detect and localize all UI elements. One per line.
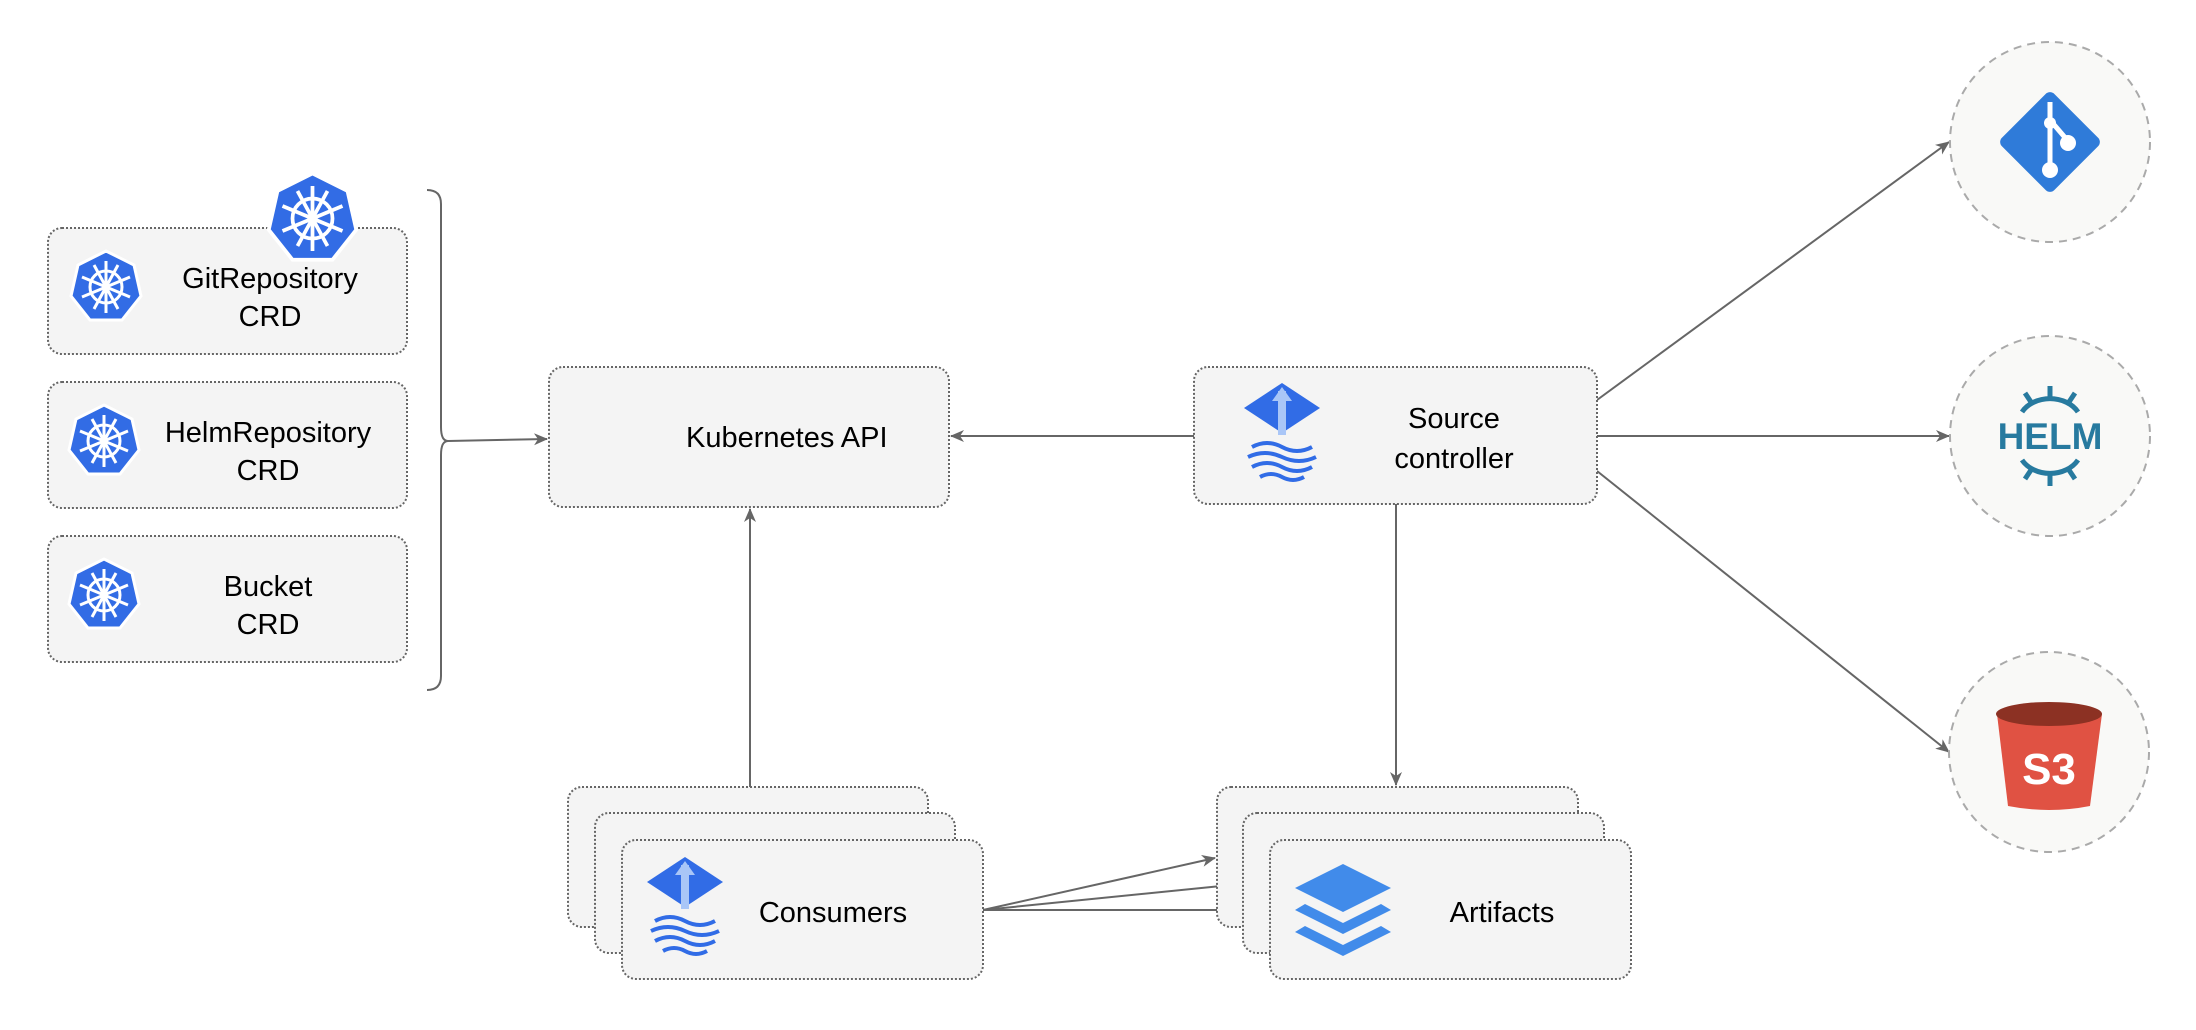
artifacts-node[interactable]: Artifacts [1216, 786, 1632, 980]
helm-icon [2019, 386, 2081, 486]
source-controller-node[interactable]: Source controller [1193, 366, 1598, 505]
s3-source-node[interactable]: S3 [1948, 651, 2150, 853]
node-label: controller [1394, 443, 1514, 475]
kubernetes-icon [266, 171, 359, 262]
edge-source-controller-to-s3 [1596, 470, 1950, 753]
node-label: Kubernetes API [686, 422, 888, 454]
node-label: Source [1408, 403, 1500, 435]
node-label: CRD [237, 455, 300, 487]
helm-logo-text: HELM [1998, 416, 2103, 457]
node-label: Consumers [759, 897, 907, 929]
node-label: CRD [239, 301, 302, 333]
kubernetes-api-node[interactable]: Kubernetes API [266, 171, 950, 508]
node-label: Artifacts [1450, 897, 1555, 929]
edge-consumers-to-artifact-2 [982, 879, 1242, 911]
edge-crds-to-kubernetes-api [447, 433, 548, 446]
bucket-crd-node[interactable]: Bucket CRD [47, 535, 408, 663]
helm-repository-crd-node[interactable]: HelmRepository CRD [47, 381, 408, 509]
git-icon [2000, 92, 2100, 192]
edge-consumers-to-artifact-1 [982, 854, 1216, 911]
s3-logo-text: S3 [2022, 745, 2076, 794]
helm-source-node[interactable]: HELM [1949, 335, 2151, 537]
node-label: GitRepository [182, 263, 358, 295]
consumers-node[interactable]: Consumers [567, 786, 984, 980]
git-source-node[interactable] [1949, 41, 2151, 243]
node-label: CRD [237, 609, 300, 641]
node-label: HelmRepository [165, 417, 372, 449]
s3-bucket-icon [1996, 702, 2102, 810]
edge-source-controller-to-git [1596, 141, 1950, 401]
crd-group-brace [426, 189, 449, 691]
git-repository-crd-node[interactable]: GitRepository CRD [47, 227, 408, 355]
node-label: Bucket [224, 571, 313, 603]
